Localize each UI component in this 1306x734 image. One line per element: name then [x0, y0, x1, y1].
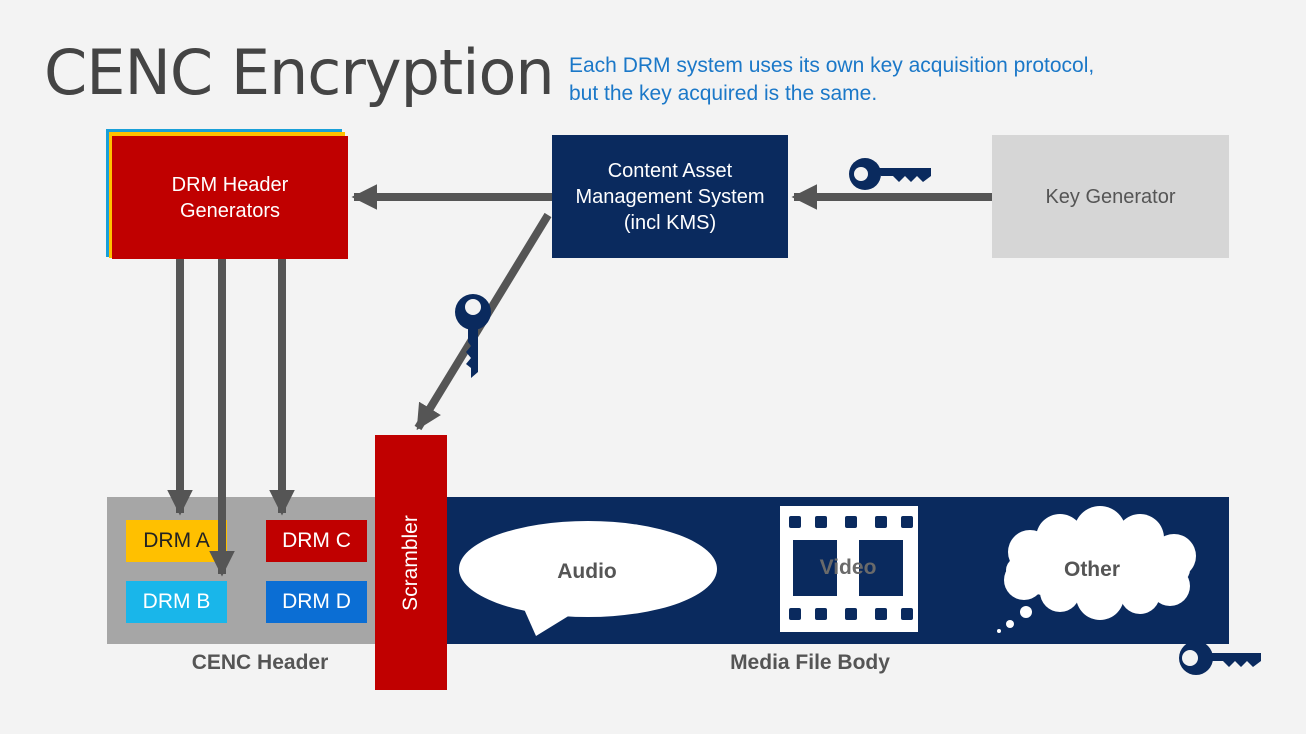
- cenc-header-label: CENC Header: [191, 651, 329, 674]
- video-label: Video: [820, 556, 877, 579]
- audio-label: Audio: [557, 560, 616, 583]
- drm-header-generators-box: DRM Header Generators: [112, 136, 348, 259]
- scrambler-box: Scrambler: [375, 435, 447, 690]
- drm-b-box: DRM B: [126, 581, 227, 623]
- other-label: Other: [1064, 558, 1120, 581]
- page-title: CENC Encryption: [44, 36, 555, 109]
- scrambler-label: Scrambler: [399, 514, 422, 611]
- cams-box: Content Asset Management System (incl KM…: [552, 135, 788, 258]
- film-strip-icon: [780, 506, 918, 632]
- speech-bubble-icon: [459, 521, 717, 636]
- key-icon: [849, 158, 931, 190]
- thought-cloud-icon: [997, 506, 1196, 633]
- drm-c-box: DRM C: [266, 520, 367, 562]
- drm-d-box: DRM D: [266, 581, 367, 623]
- key-generator-box: Key Generator: [992, 135, 1229, 258]
- key-icon: [1179, 641, 1261, 675]
- note-text: Each DRM system uses its own key acquisi…: [569, 54, 1095, 105]
- media-file-body-label: Media File Body: [730, 651, 890, 674]
- key-icon: [455, 294, 491, 378]
